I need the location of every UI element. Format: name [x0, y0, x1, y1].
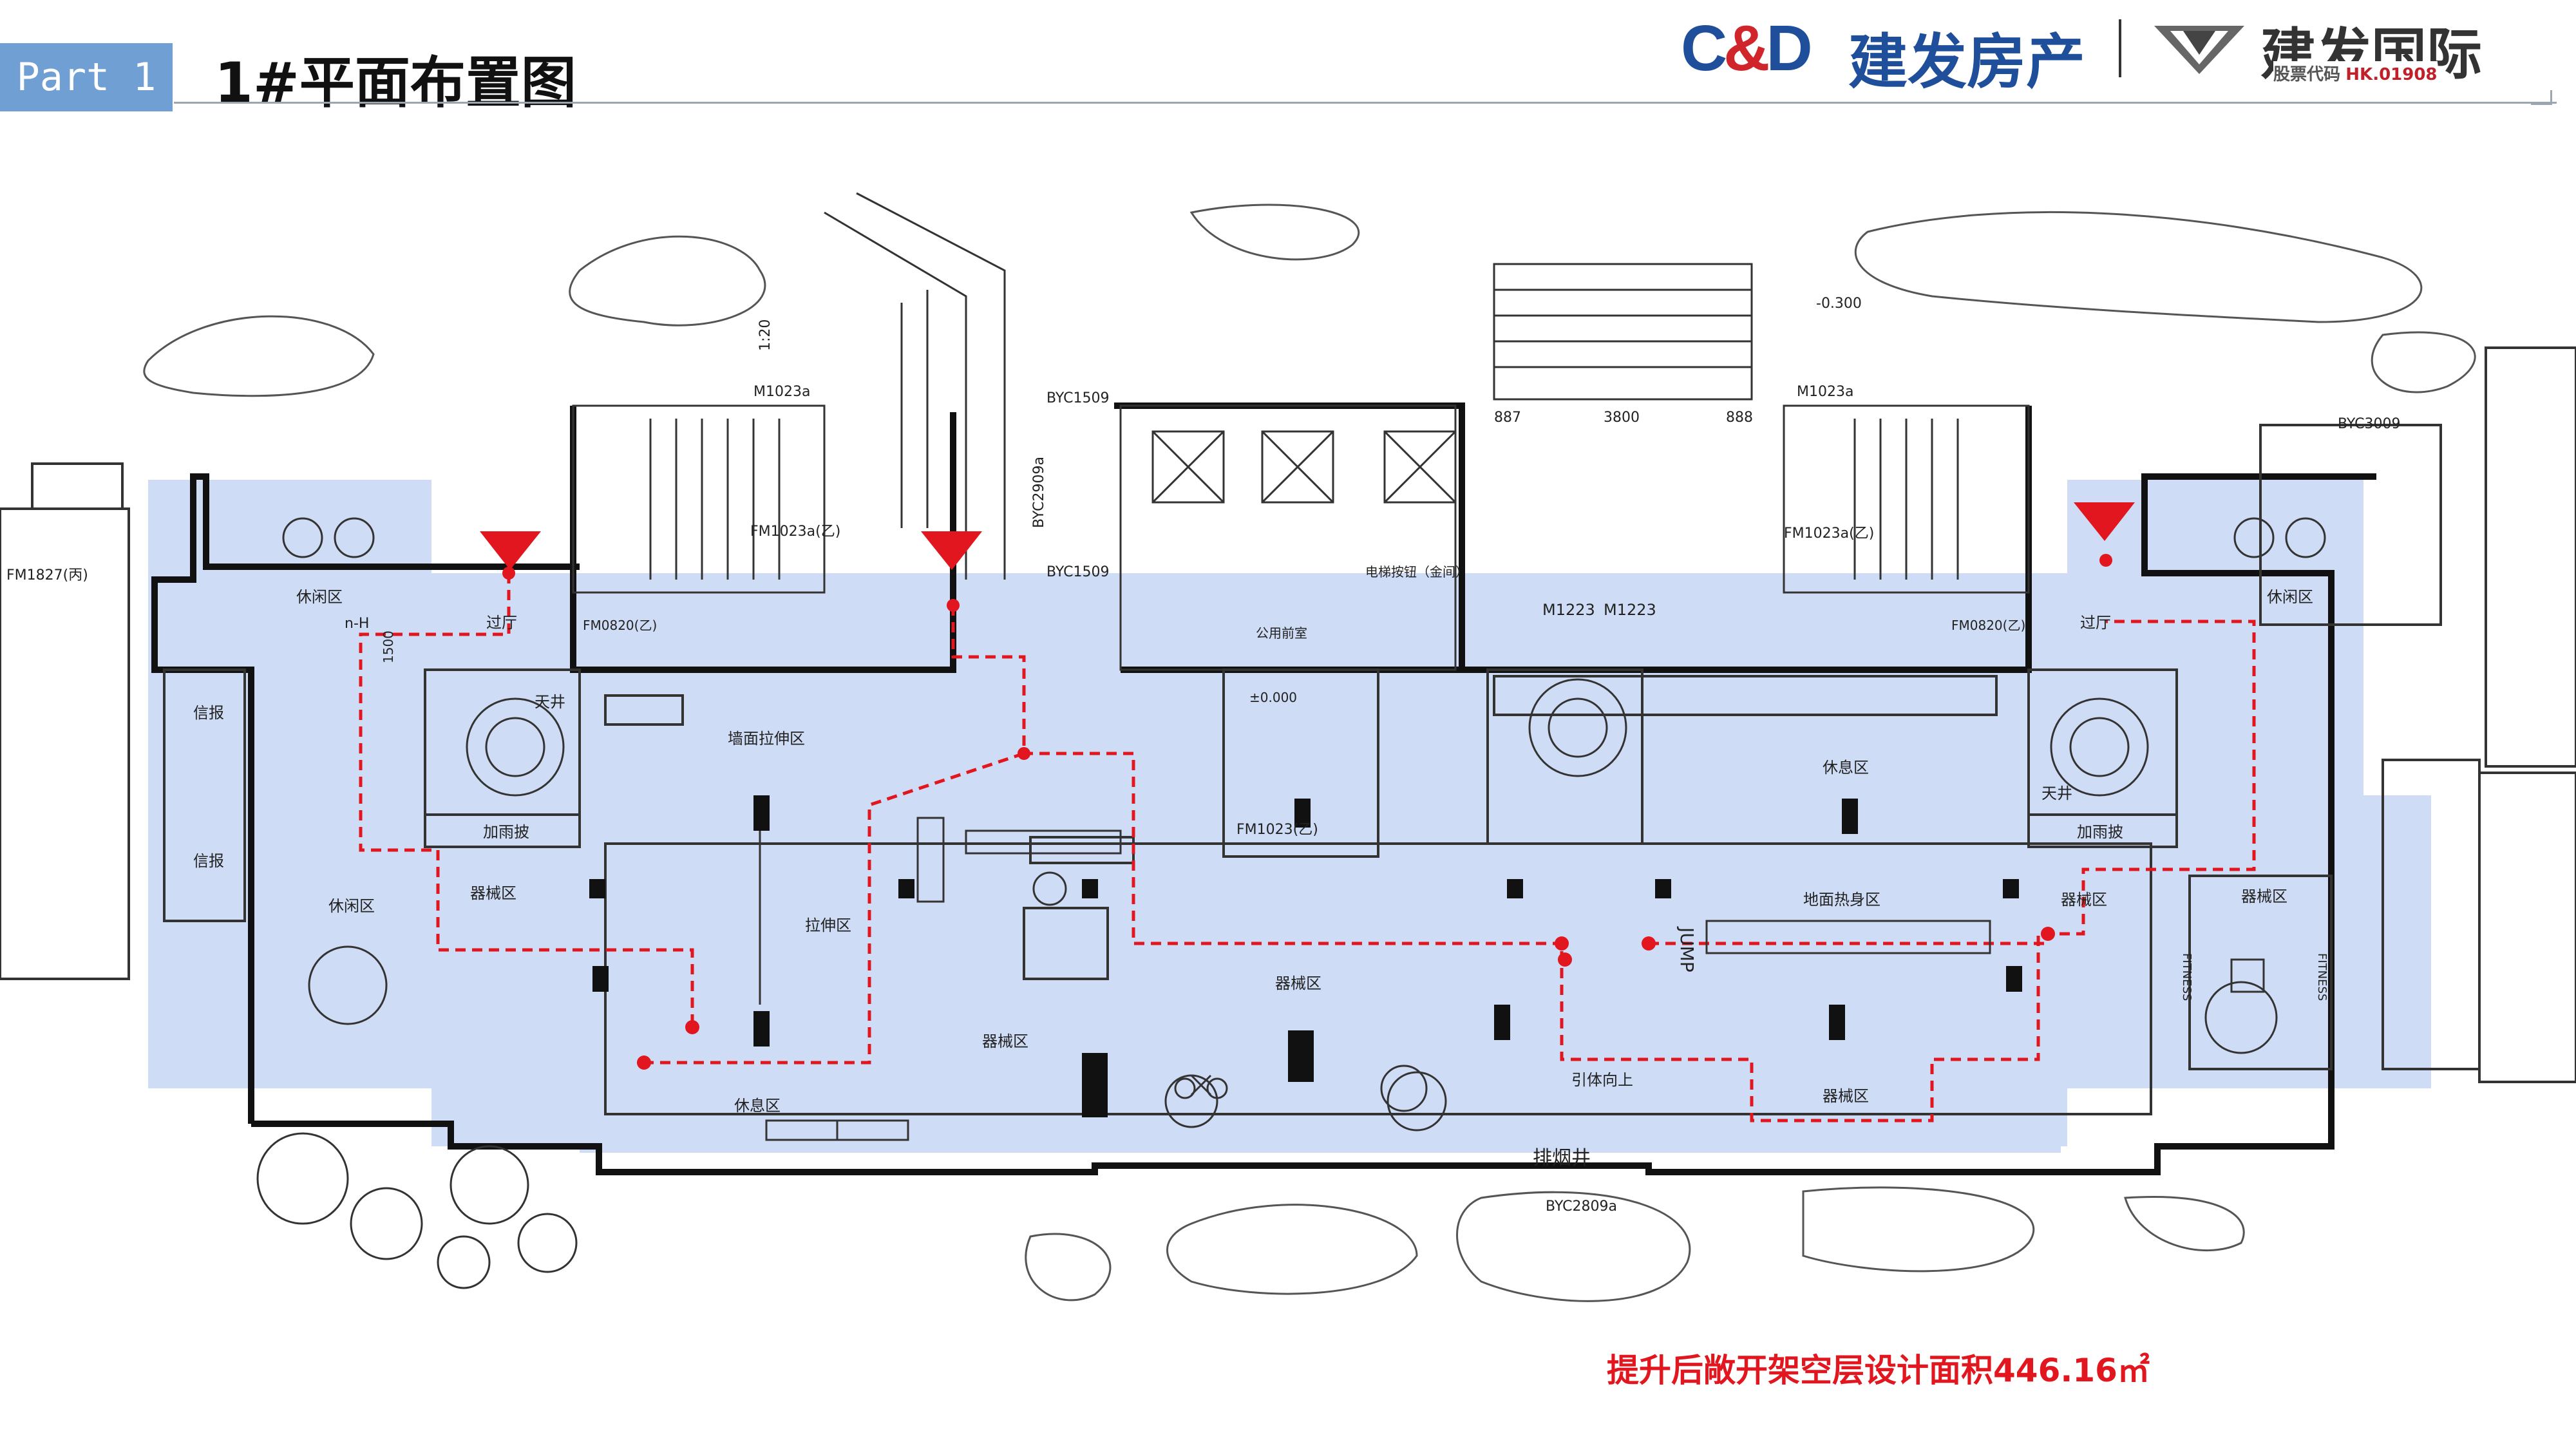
- label-equip-2: 器械区: [1275, 974, 1321, 992]
- label-m1023a-left: M1023a: [753, 384, 810, 400]
- label-byc2809: BYC2809a: [1546, 1198, 1617, 1215]
- label-fm1023-core: FM1023(乙): [1236, 822, 1318, 838]
- label-rest-right-top: 休闲区: [2267, 588, 2313, 606]
- label-fm1827: FM1827(丙): [6, 567, 88, 583]
- stair-cores: [572, 192, 2030, 671]
- label-mail-1: 信报: [193, 704, 224, 722]
- landscape-curves: [143, 204, 2476, 1302]
- label-rest-bottom: 休息区: [734, 1097, 781, 1115]
- label-byc1509-a: BYC1509: [1046, 390, 1109, 406]
- label-equip-6: 器械区: [2241, 887, 2287, 905]
- header-rule: [174, 102, 2557, 104]
- label-lobby-left: 过厅: [486, 614, 517, 632]
- label-fm0820-right: FM0820(乙): [1951, 618, 2025, 633]
- label-wall-stretch: 墙面拉伸区: [728, 730, 805, 748]
- tree-symbols: [256, 517, 2326, 1289]
- equipment-marks: [589, 795, 2022, 1117]
- label-byc2909: BYC2909a: [1031, 457, 1047, 528]
- label-m1223-a: M1223: [1542, 601, 1595, 619]
- label-equip-4: 器械区: [1823, 1087, 1869, 1105]
- label-level: ±0.000: [1249, 690, 1297, 705]
- cd-brand-name: 建发房产: [1848, 28, 2086, 97]
- route-points: [502, 554, 2112, 1070]
- label-m1023a-right: M1023a: [1797, 384, 1853, 400]
- label-rest-left-top: 休闲区: [296, 588, 343, 606]
- label-elevator-hall: 公用前室: [1256, 625, 1307, 641]
- label-fm1023a-left: FM1023a(乙): [750, 524, 840, 540]
- label-dim-888: 888: [1726, 410, 1753, 426]
- label-smoke-shaft: 排烟井: [1533, 1147, 1591, 1170]
- label-mail-2: 信报: [193, 852, 224, 870]
- label-rest-mid: 休息区: [1823, 759, 1869, 777]
- label-byc1509-b: BYC1509: [1046, 564, 1109, 580]
- label-equip-3: 器械区: [982, 1032, 1028, 1050]
- entrance-markers: [480, 502, 2135, 570]
- page-title: 1#平面布置图: [214, 51, 576, 115]
- label-nh: n-H: [345, 616, 369, 632]
- label-canopy-right: 加雨披: [2077, 823, 2123, 841]
- stock-code: 股票代码 HK.01908: [2273, 61, 2438, 85]
- label-courtyard-left: 天井: [535, 693, 565, 711]
- label-elevator-machine: 电梯按钮（金间）: [1365, 564, 1468, 580]
- label-fitness-right: FITNESS: [2315, 953, 2329, 1001]
- label-dim-887: 887: [1494, 410, 1521, 426]
- label-elevation: -0.300: [1816, 296, 1862, 312]
- label-equip-1: 器械区: [470, 884, 516, 902]
- label-rest-left-bottom: 休闲区: [328, 897, 375, 915]
- equipment-outlines: [759, 817, 2265, 1141]
- diamond-logo-icon: [2154, 26, 2244, 74]
- header-rule-end: [2531, 90, 2552, 105]
- label-dim-1500: 1500: [381, 630, 396, 663]
- part-tag: Part 1: [0, 43, 173, 111]
- floor-plan: 休闲区 休闲区 休闲区 过厅 过厅 天井 天井 加雨披 加雨披 信报 信报 墙面…: [0, 192, 2576, 1302]
- label-fm1023a-right: FM1023a(乙): [1784, 526, 1874, 542]
- label-fm0820-left: FM0820(乙): [583, 618, 657, 633]
- label-equip-5: 器械区: [2061, 891, 2107, 909]
- cd-logo: C&D: [1681, 12, 1813, 84]
- label-byc3009: BYC3009: [2338, 416, 2400, 432]
- label-floor-warmup: 地面热身区: [1803, 891, 1880, 909]
- label-m1223-b: M1223: [1604, 601, 1656, 619]
- logo-separator: [2119, 19, 2121, 77]
- label-fitness-left: FITNESS: [2180, 953, 2193, 1001]
- label-lobby-right: 过厅: [2080, 614, 2111, 632]
- label-pullup: 引体向上: [1571, 1071, 1633, 1089]
- label-stretch: 拉伸区: [805, 916, 851, 934]
- label-dim-3800: 3800: [1604, 410, 1640, 426]
- label-canopy-left: 加雨披: [483, 823, 529, 841]
- label-courtyard-right: 天井: [2041, 784, 2072, 802]
- label-jump: JUMP: [1676, 926, 1698, 972]
- area-note: 提升后敞开架空层设计面积446.16㎡: [1607, 1352, 2150, 1389]
- label-slope: 1:20: [757, 319, 773, 351]
